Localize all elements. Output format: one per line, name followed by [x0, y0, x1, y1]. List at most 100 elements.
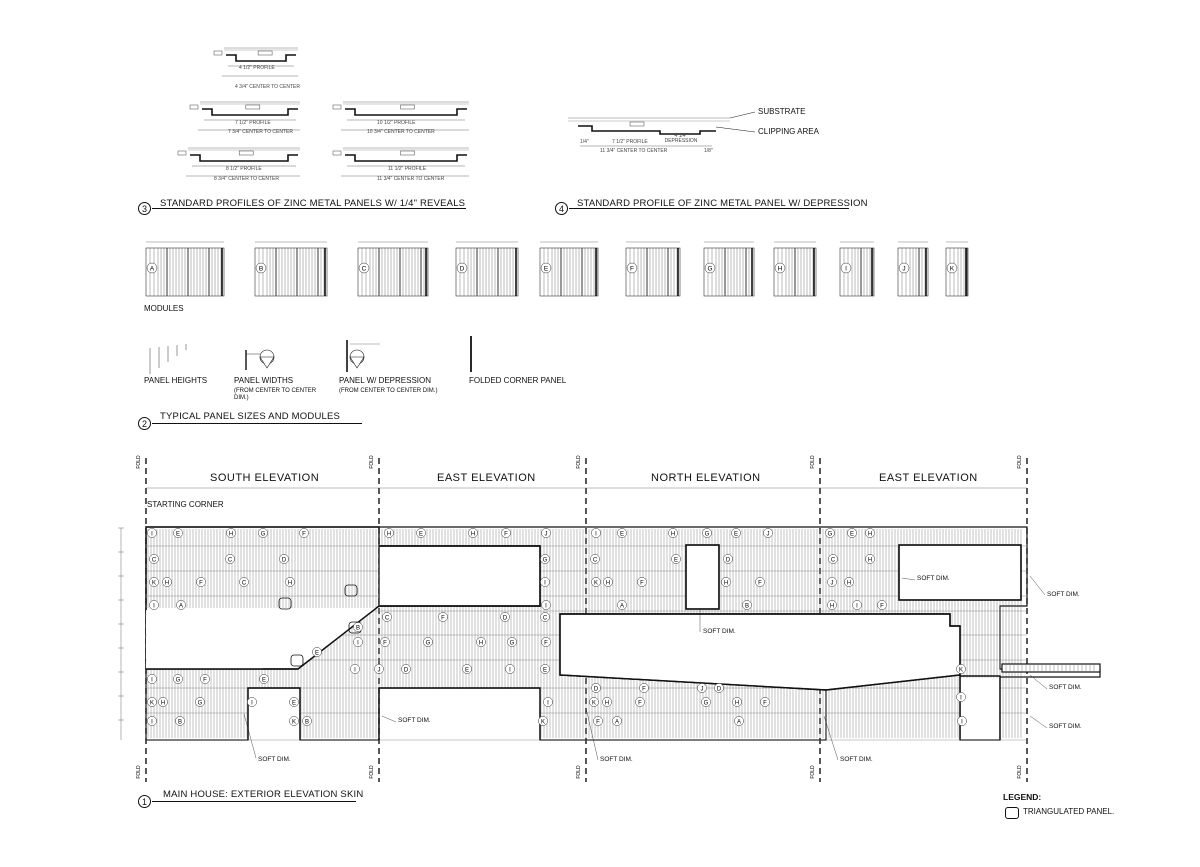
panel-tag: [723, 554, 733, 564]
panel-tag: [731, 528, 741, 538]
detail-2-title: TYPICAL PANEL SIZES AND MODULES: [160, 411, 341, 422]
panel-tag: [591, 577, 601, 587]
soft-dim-label: SOFT DIM.: [600, 756, 633, 763]
panel-tag-letter: C: [152, 557, 157, 563]
module-panel: [703, 247, 755, 297]
panel-tag: [593, 716, 603, 726]
opening-edge: [959, 675, 1001, 740]
panel-tag-letter: B: [745, 603, 749, 609]
panel-tag: [384, 528, 394, 538]
clip-shape: [332, 150, 342, 156]
module-tag: [946, 262, 958, 274]
panel-tag-letter: B: [178, 719, 182, 725]
panel-tag-letter: H: [605, 700, 609, 706]
detail-number-3: 3: [138, 202, 151, 215]
panel-tag-letter: I: [151, 677, 153, 683]
panel-tag: [374, 664, 384, 674]
legend-title: LEGEND:: [1003, 792, 1042, 802]
soft-dim-leader: [1029, 575, 1046, 596]
module-panel: [945, 247, 969, 297]
panel-tag-letter: F: [596, 719, 600, 725]
module-tag: [358, 262, 370, 274]
panel-tag: [635, 697, 645, 707]
panel-tag-letter: F: [640, 580, 644, 586]
clip-shape: [400, 150, 415, 156]
panel-tag-letter: J: [831, 580, 834, 586]
clip-shape: [238, 150, 254, 156]
module-panel: [455, 247, 519, 297]
panel-tag-letter: F: [504, 531, 508, 537]
depression-symbol: [349, 356, 365, 369]
leader-line: [729, 111, 756, 119]
panel-tag: [149, 554, 159, 564]
ledge-panel: [1001, 663, 1101, 673]
folded-corner-label: FOLDED CORNER PANEL: [469, 376, 567, 385]
panel-tag: [956, 664, 966, 674]
elevation-title-east: EAST ELEVATION: [437, 472, 536, 484]
detail-3-title: STANDARD PROFILES OF ZINC METAL PANELS W…: [160, 198, 466, 209]
panel-tag-letter: F: [203, 677, 207, 683]
panel-tag: [468, 528, 478, 538]
opening-edge: [898, 544, 1022, 601]
panel-tag: [540, 612, 550, 622]
panel-tag-letter: E: [674, 557, 678, 563]
panel-tag-letter: C: [228, 557, 233, 563]
fold-label: FOLD: [1017, 455, 1023, 469]
panel-tag: [226, 528, 236, 538]
panel-tag-letter: J: [767, 531, 770, 537]
panel-tag-letter: F: [544, 640, 548, 646]
panel-tag-letter: E: [850, 531, 854, 537]
panel-tag: [285, 577, 295, 587]
panel-tag: [175, 716, 185, 726]
panel-tag-letter: D: [726, 557, 731, 563]
panel-tag-letter: F: [441, 615, 445, 621]
panel-tag: [602, 697, 612, 707]
soft-dim-label: SOFT DIM.: [1049, 723, 1082, 730]
panel-tag: [158, 697, 168, 707]
panel-tag-letter: G: [543, 557, 548, 563]
panel-tag-letter: E: [543, 667, 547, 673]
panel-tag: [289, 716, 299, 726]
panel-tag-letter: I: [547, 700, 549, 706]
panel-tag: [714, 683, 724, 693]
panel-tag: [500, 612, 510, 622]
panel-tag-letter: F: [642, 686, 646, 692]
panel-tag-letter: I: [509, 667, 511, 673]
panel-tag-letter: F: [199, 580, 203, 586]
module-tag: [540, 262, 552, 274]
profile-label: 8 1/2" PROFILE: [226, 166, 262, 172]
panel-tag-letter: F: [758, 580, 762, 586]
panel-tag-letter: E: [315, 650, 319, 656]
depression-profile-shape: [578, 125, 716, 135]
fold-label: FOLD: [369, 765, 375, 779]
panel-tag: [302, 716, 312, 726]
module-letter: F: [630, 266, 634, 273]
width-symbol: [259, 356, 275, 369]
opening-mask: [249, 689, 299, 739]
panel-tag: [732, 697, 742, 707]
reveal-label: 1/4": [580, 139, 589, 145]
module-panel: [539, 247, 599, 297]
module-letter: C: [362, 266, 367, 273]
panel-tag: [476, 637, 486, 647]
panel-tag: [590, 554, 600, 564]
panel-tag: [162, 577, 172, 587]
fold-label: FOLD: [810, 765, 816, 779]
panel-tag-letter: K: [150, 700, 154, 706]
detail-number-4: 4: [555, 202, 568, 215]
center-label: 7 3/4" CENTER TO CENTER: [228, 129, 293, 135]
fold-label: FOLD: [810, 455, 816, 469]
panel-tag-letter: F: [763, 700, 767, 706]
module-letter: J: [902, 266, 905, 273]
module-tag: [456, 262, 468, 274]
panel-tag-letter: H: [868, 531, 872, 537]
center-label: 11 3/4" CENTER TO CENTER: [377, 176, 445, 182]
panel-tag: [734, 716, 744, 726]
opening-edge: [685, 544, 720, 610]
panel-tag-letter: G: [261, 531, 266, 537]
panel-tag-letter: H: [830, 603, 834, 609]
panel-tag: [617, 600, 627, 610]
clip-shape: [213, 50, 223, 56]
panel-tag: [543, 697, 553, 707]
panel-tag-letter: H: [724, 580, 728, 586]
